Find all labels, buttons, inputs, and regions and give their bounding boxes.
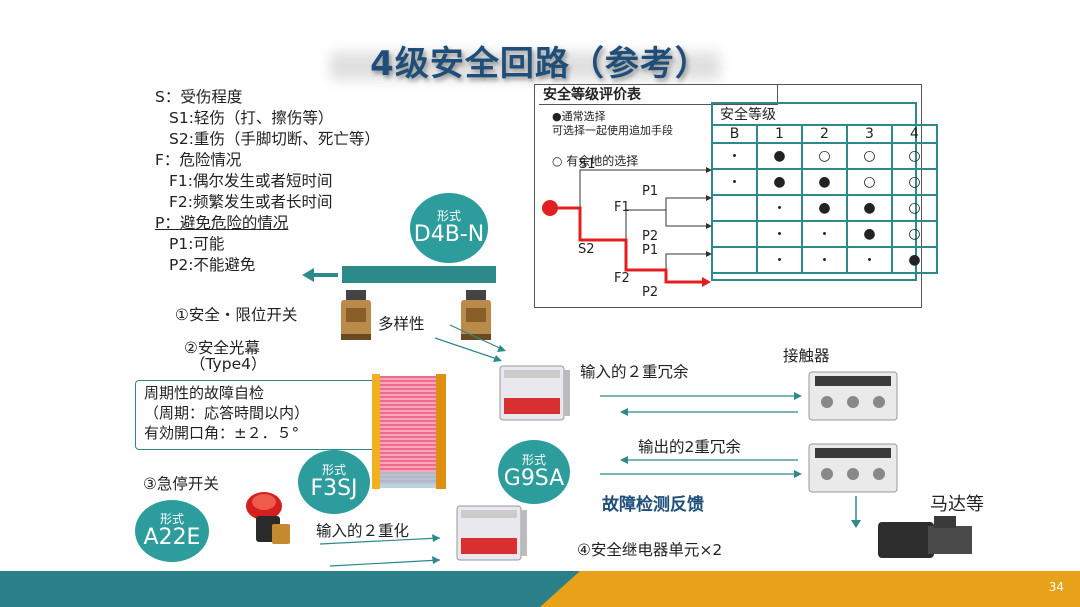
self-check-callout: 周期性的故障自检 （周期：応答時間以内） 有効開口角：±２．５° [135, 380, 383, 450]
tree-p1-b: P1 [642, 243, 658, 258]
badge-model: A22E [144, 526, 201, 550]
criteria-f-heading: F：危险情况 [155, 150, 380, 171]
emergency-stop-image [242, 488, 298, 552]
grade-cell: ・ [802, 221, 847, 247]
safety-relay-image-2 [455, 500, 529, 564]
criteria-s1: S1:轻伤（打、擦伤等） [155, 108, 380, 129]
badge-model: G9SA [504, 467, 564, 491]
tree-f1: F1 [614, 200, 630, 215]
grade-col-2: 2 [802, 125, 847, 143]
badge-f3sj: 形式 F3SJ [298, 450, 370, 514]
input-redundant-label: 输入的２重冗余 [580, 360, 689, 382]
callout-line3: 有効開口角：±２．５° [144, 423, 374, 443]
redundancy-arrows [570, 390, 810, 480]
safety-relay-unit-label: ④安全继电器单元×2 [577, 538, 722, 560]
start-node [542, 200, 558, 216]
criteria-p-heading: P：避免危险的情况 [155, 213, 380, 234]
arrow-left-icon [300, 266, 340, 284]
motor-label: 马达等 [930, 490, 984, 516]
grade-cell: ● [802, 169, 847, 195]
page-title: 4级安全回路（参考） [0, 36, 1080, 85]
table-row: ・ ・ ● ○ [712, 221, 937, 247]
grade-col-4: 4 [892, 125, 937, 143]
grade-cell [712, 195, 757, 221]
light-curtain-type-label: （Type4） [190, 352, 266, 374]
tree-p2-a: P2 [642, 229, 658, 244]
grade-cell: ・ [847, 247, 892, 273]
grade-cell: ・ [802, 247, 847, 273]
grade-cell: ● [757, 169, 802, 195]
badge-form-label: 形式 [160, 512, 184, 526]
safety-relay-image-1 [498, 360, 572, 424]
grade-col-1: 1 [757, 125, 802, 143]
grade-cell: ● [802, 195, 847, 221]
badge-a22e: 形式 A22E [135, 500, 209, 562]
criteria-s2: S2:重伤（手脚切断、死亡等） [155, 129, 380, 150]
grade-cell [712, 221, 757, 247]
criteria-f1: F1:偶尔发生或者短时间 [155, 171, 380, 192]
table-row: ・ ● ● ○ [712, 195, 937, 221]
motor-image [876, 514, 976, 564]
tree-s2: S2 [578, 242, 595, 257]
callout-line2: （周期：応答時間以内） [144, 403, 374, 423]
contactor-to-motor-arrow [848, 496, 864, 530]
grade-col-b: B [712, 125, 757, 143]
badge-form-label: 形式 [322, 463, 346, 477]
grade-cell: ● [757, 143, 802, 169]
footer-teal-band [0, 571, 600, 607]
tree-p1-a: P1 [642, 184, 658, 199]
grade-cell: ・ [757, 221, 802, 247]
grade-header: 安全等级 [720, 104, 776, 124]
badge-form-label: 形式 [437, 209, 461, 223]
callout-line1: 周期性的故障自检 [144, 383, 374, 403]
badge-model: D4B-N [414, 223, 484, 247]
tree-f2: F2 [614, 271, 630, 286]
criteria-p1: P1:可能 [155, 234, 380, 255]
grade-cell: ○ [892, 195, 937, 221]
tree-p2-b: P2 [642, 285, 658, 300]
grade-cell: ○ [847, 143, 892, 169]
criteria-f2: F2:频繁发生或者长时间 [155, 192, 380, 213]
grade-cell: ○ [802, 143, 847, 169]
table-row: ・ ● ● ○ ○ [712, 169, 937, 195]
tree-s1: S1 [579, 157, 596, 172]
grade-cell: ・ [712, 169, 757, 195]
grade-cell: ○ [847, 169, 892, 195]
footer-gold-band [540, 571, 1080, 607]
badge-model: F3SJ [310, 477, 357, 501]
grade-cell: ○ [892, 169, 937, 195]
table-row: ・ ・ ・ ● [712, 247, 937, 273]
grade-cell: ・ [712, 143, 757, 169]
contactor-image-2 [805, 440, 901, 496]
badge-d4bn: 形式 D4B-N [410, 193, 488, 263]
page-number: 34 [1049, 580, 1064, 594]
criteria-list: S：受伤程度 S1:轻伤（打、擦伤等） S2:重伤（手脚切断、死亡等） F：危险… [155, 87, 380, 276]
note-additional: 可选择一起使用追加手段 [552, 122, 673, 138]
emergency-stop-label: ③急停开关 [143, 472, 219, 494]
d4bn-bar [342, 266, 496, 283]
grade-cell [712, 247, 757, 273]
grade-cell: ・ [757, 247, 802, 273]
safety-limit-switch-label: ①安全・限位开关 [175, 303, 297, 325]
feedback-label: 故障检测反馈 [602, 490, 704, 515]
light-curtain-image [372, 372, 450, 494]
grade-cell: ・ [757, 195, 802, 221]
grade-table-header-row: B 1 2 3 4 [712, 125, 937, 143]
contactor-label: 接触器 [783, 344, 830, 366]
badge-form-label: 形式 [522, 453, 546, 467]
grade-cell: ● [892, 247, 937, 273]
grade-col-3: 3 [847, 125, 892, 143]
grade-cell: ○ [892, 221, 937, 247]
input-arrows [300, 530, 450, 570]
criteria-s-heading: S：受伤程度 [155, 87, 380, 108]
grade-cell: ● [847, 195, 892, 221]
grade-cell: ○ [892, 143, 937, 169]
grade-table: B 1 2 3 4 ・ ● ○ ○ ○ ・ ● ● ○ ○ ・ ● ● ○ [711, 124, 938, 274]
diversity-label: 多样性 [378, 312, 425, 334]
badge-g9sa: 形式 G9SA [498, 440, 570, 504]
table-row: ・ ● ○ ○ ○ [712, 143, 937, 169]
limit-switch-image [338, 290, 376, 342]
grade-cell: ● [847, 221, 892, 247]
contactor-image-1 [805, 368, 901, 424]
